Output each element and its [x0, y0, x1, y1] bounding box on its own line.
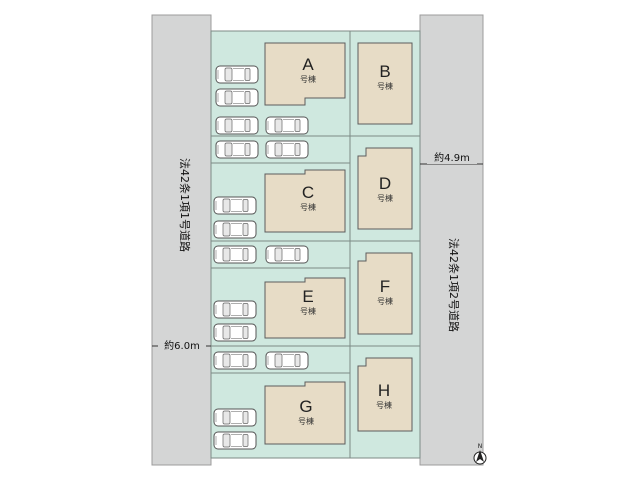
north-arrow-icon: N — [473, 443, 487, 465]
west-road-label: 法42条1項1号道路 — [178, 158, 192, 252]
parked-car — [265, 245, 309, 264]
lot-f-label: F — [380, 277, 390, 296]
parked-car — [213, 408, 257, 427]
parked-car — [213, 220, 257, 239]
parked-car — [215, 88, 259, 107]
lot-h-suffix: 号棟 — [376, 400, 392, 410]
building-a: A 号棟 — [264, 42, 346, 106]
parked-car — [213, 196, 257, 215]
parked-car — [213, 351, 257, 370]
west-road-width: 約6.0m — [164, 339, 200, 352]
parked-car — [265, 140, 309, 159]
building-b: B 号棟 — [357, 42, 413, 125]
lot-h-label: H — [378, 381, 390, 400]
north-label: N — [478, 443, 483, 450]
lot-b-suffix: 号棟 — [377, 81, 393, 91]
lot-d-suffix: 号棟 — [377, 193, 393, 203]
parked-car — [215, 116, 259, 135]
lot-b-label: B — [379, 62, 390, 81]
parked-car — [215, 65, 259, 84]
parked-car — [215, 140, 259, 159]
building-g: G 号棟 — [264, 381, 346, 445]
lot-f-suffix: 号棟 — [377, 296, 393, 306]
building-d: D 号棟 — [357, 147, 413, 230]
lot-g-suffix: 号棟 — [298, 416, 314, 426]
building-e: E 号棟 — [264, 277, 346, 339]
parked-car — [213, 431, 257, 450]
west-road-dimension: 約6.0m — [152, 338, 211, 352]
west-road — [151, 14, 212, 466]
lot-d-label: D — [379, 174, 391, 193]
lot-c-label: C — [302, 183, 314, 202]
parked-car — [213, 323, 257, 342]
lot-e-suffix: 号棟 — [300, 306, 316, 316]
parked-car — [213, 245, 257, 264]
east-road — [419, 14, 484, 466]
building-f: F 号棟 — [357, 252, 413, 335]
lot-a-label: A — [302, 55, 314, 74]
parked-car — [213, 300, 257, 319]
east-road-width: 約4.9m — [434, 151, 470, 164]
parked-car — [265, 116, 309, 135]
lot-e-label: E — [302, 287, 313, 306]
parked-car — [265, 351, 309, 370]
east-road-dimension: 約4.9m — [420, 151, 483, 165]
building-c: C 号棟 — [264, 169, 346, 233]
building-h: H 号棟 — [357, 357, 413, 432]
lot-c-suffix: 号棟 — [300, 202, 316, 212]
east-road-label: 法42条1項2号道路 — [447, 238, 461, 332]
lot-a-suffix: 号棟 — [300, 74, 316, 84]
lot-g-label: G — [299, 397, 312, 416]
